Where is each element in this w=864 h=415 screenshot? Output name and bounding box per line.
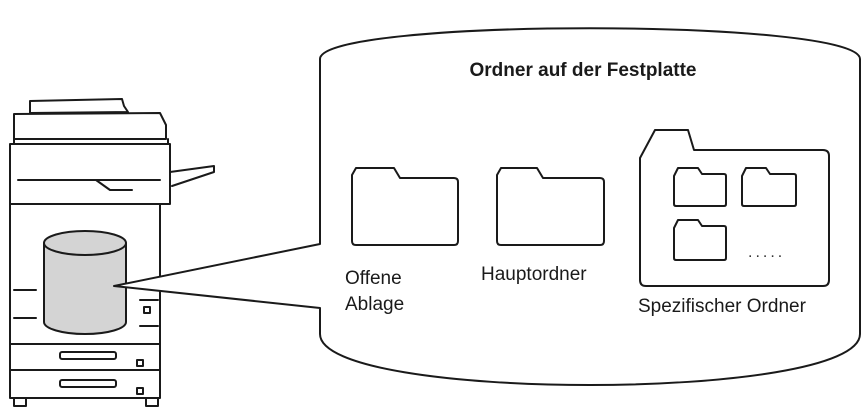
folder-label-open-storage-line2: Ablage: [345, 293, 405, 315]
hard-disk-icon: [43, 230, 127, 335]
more-folders-ellipsis: .....: [748, 244, 786, 261]
subfolder-icon-1: [673, 167, 727, 207]
folder-label-open-storage-line1: Offene: [345, 268, 402, 289]
folder-icon-specific-folder: [639, 129, 830, 287]
folder-label-main-folder: Hauptordner: [481, 264, 587, 285]
folder-icon-main-folder: [496, 167, 605, 246]
subfolder-icon-3: [673, 219, 727, 261]
subfolder-icon-2: [741, 167, 797, 207]
diagram-title: Ordner auf der Festplatte: [469, 60, 697, 81]
printer-icon: [9, 98, 215, 407]
folder-label-open-storage: Offene Ablage: [345, 266, 404, 317]
folder-icon-open-storage: [351, 167, 459, 246]
callout-bubble: [113, 27, 861, 386]
folder-label-specific-folder: Spezifischer Ordner: [638, 296, 806, 317]
